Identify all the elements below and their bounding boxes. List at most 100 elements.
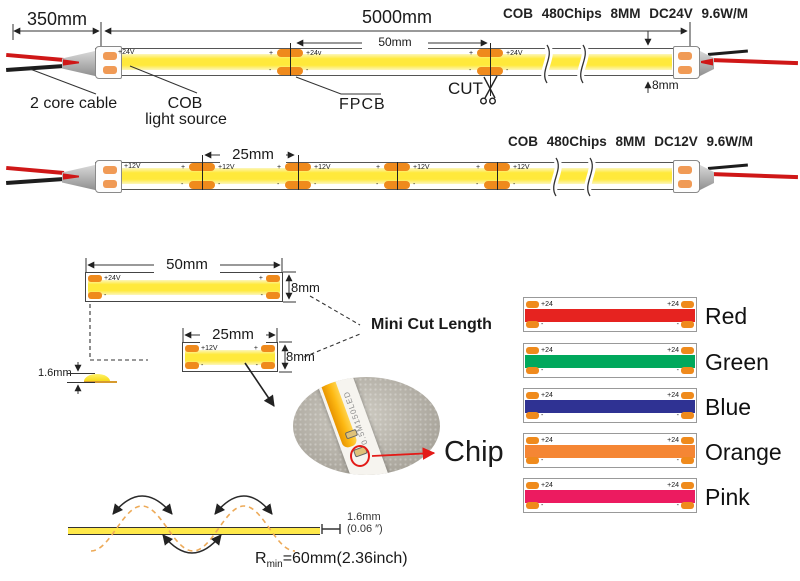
solder-pad [103, 52, 117, 60]
solder-pad [526, 482, 539, 489]
cut-label: CUT [448, 79, 483, 98]
color-name-orange: Orange [705, 439, 782, 465]
solder-pad [678, 180, 692, 188]
thickness-dashed-path [89, 304, 148, 361]
cable-label: 2 core cable [30, 95, 118, 112]
minus-mark: - [218, 181, 221, 188]
solder-pad [526, 457, 539, 464]
cut-pad [185, 362, 199, 369]
black-wire-right-24v [707, 49, 748, 56]
mini-strip-50mm: +24V + - - [85, 272, 283, 302]
mini-title-dashed-1 [309, 295, 361, 326]
voltage-mark: +24 [667, 347, 679, 354]
solder-pad [103, 66, 117, 74]
cob-light-band [185, 350, 275, 365]
minus-mark: - [314, 181, 317, 188]
solder-pad [526, 392, 539, 399]
voltage-mark: +24V [104, 275, 121, 282]
solder-pad [526, 367, 539, 374]
solder-pad [103, 166, 117, 174]
radius-min-subscript: min [266, 559, 283, 571]
width-8mm-label: 8mm [652, 78, 679, 92]
minus-mark: - [676, 502, 679, 509]
minus-mark: - [104, 292, 107, 299]
mini-cut-length-title: Mini Cut Length [371, 316, 492, 333]
plus-mark: + [253, 345, 258, 352]
dim-50mm-label: 50mm [362, 36, 428, 49]
minus-mark: - [269, 67, 272, 74]
black-wire-right-12v [707, 163, 748, 170]
plus-mark: + [258, 275, 263, 282]
voltage-mark: +12V [314, 164, 331, 171]
solder-pad [526, 301, 539, 308]
solder-pad [681, 412, 694, 419]
minus-mark: - [676, 412, 679, 419]
red-wire-right-12v [709, 172, 799, 180]
solder-pad [526, 321, 539, 328]
spec-header-24v: COB 480Chips 8MM DC24V 9.6W/M [503, 6, 749, 21]
voltage-mark: +24 [667, 301, 679, 308]
minus-mark: - [255, 362, 258, 369]
cob-light-band-24v [122, 54, 672, 70]
color-name-green: Green [705, 349, 769, 375]
color-strip-pink: +24 +24 - - [523, 478, 697, 513]
minus-mark: - [306, 67, 309, 74]
mini-50mm-label: 50mm [154, 256, 220, 274]
minus-mark: - [541, 367, 544, 374]
end-cap-left-12v [95, 160, 122, 193]
flat-strip-side-view [68, 527, 320, 535]
bend-arrows [112, 495, 273, 554]
plus-mark: + [277, 164, 282, 171]
voltage-mark: +12V [513, 164, 530, 171]
strip-profile-dome [84, 374, 110, 383]
cut-pad [185, 345, 199, 352]
cut-pad [88, 292, 102, 299]
plus-mark: + [376, 164, 381, 171]
cut-pad [266, 275, 280, 282]
red-wire-left-12v [6, 165, 65, 175]
solder-pad [681, 392, 694, 399]
solder-pad [526, 437, 539, 444]
solder-pad [681, 457, 694, 464]
red-wire-left-24v [6, 52, 65, 62]
voltage-mark: +24V [506, 50, 523, 57]
dim-25mm-label: 25mm [220, 146, 286, 164]
voltage-mark: +12V [218, 164, 235, 171]
voltage-mark: +24 [667, 392, 679, 399]
black-wire-left-12v [6, 177, 65, 186]
minus-mark: - [541, 457, 544, 464]
minus-mark: - [541, 412, 544, 419]
color-strip-red: +24 +24 - - [523, 297, 697, 332]
color-name-pink: Pink [705, 484, 750, 510]
cut-line [397, 162, 398, 190]
bend-thickness-inch-label: (0.06 ″) [347, 523, 383, 535]
cable-gland-right-12v [700, 165, 714, 190]
voltage-mark: +24V [118, 49, 135, 56]
voltage-mark: +24 [667, 437, 679, 444]
color-name-red: Red [705, 303, 748, 329]
minus-mark: - [676, 457, 679, 464]
wire-core-right-24v [701, 58, 713, 66]
solder-pad [681, 437, 694, 444]
solder-pad [678, 166, 692, 174]
color-band [525, 445, 695, 458]
minus-mark: - [413, 181, 416, 188]
strip-profile-base [84, 381, 117, 383]
color-strip-orange: +24 +24 - - [523, 433, 697, 468]
fpcb-leader [295, 76, 381, 95]
solder-pad [678, 66, 692, 74]
voltage-mark: +12V [124, 163, 141, 170]
solder-pad [681, 301, 694, 308]
radius-value: =60mm(2.36inch) [282, 550, 408, 567]
solder-pad [526, 412, 539, 419]
voltage-mark: +24 [541, 392, 553, 399]
cob-light-band [88, 280, 280, 295]
color-band [525, 355, 695, 368]
voltage-mark: +24 [667, 482, 679, 489]
solder-pad [681, 502, 694, 509]
cut-line [202, 155, 203, 190]
cob-label: COB [167, 95, 203, 112]
cut-pad [266, 292, 280, 299]
color-band [525, 400, 695, 413]
end-cap-right-24v [673, 46, 700, 79]
